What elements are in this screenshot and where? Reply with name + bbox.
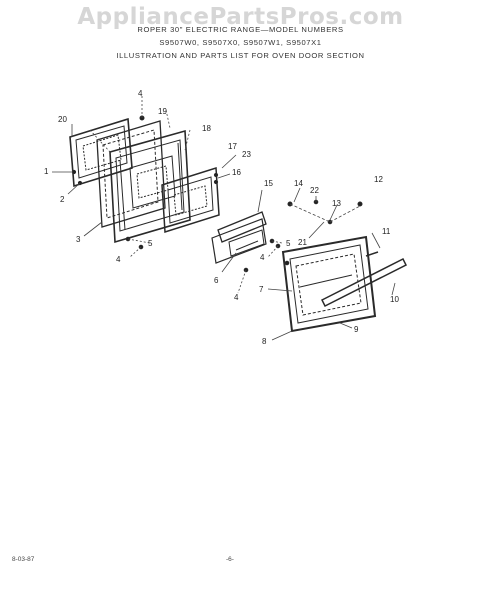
callout-18: 18 <box>202 124 211 133</box>
diagram-title: ROPER 30" ELECTRIC RANGE—MODEL NUMBERS <box>137 25 344 34</box>
callout-13: 13 <box>332 199 341 208</box>
callout-4d: 4 <box>234 293 239 302</box>
callout-23: 23 <box>242 150 251 159</box>
part-door-glass <box>211 218 267 264</box>
part-handle-bracket <box>365 251 379 257</box>
part-door-liner-frame <box>96 120 166 228</box>
footer-page-number: -6- <box>226 556 234 563</box>
callout-19: 19 <box>158 107 167 116</box>
callout-11: 11 <box>382 227 391 236</box>
watermark-logo: AppliancePartsPros.com <box>77 4 404 30</box>
part-outer-door-panel <box>69 117 133 188</box>
callout-4b: 4 <box>116 255 121 264</box>
callout-6: 6 <box>214 276 219 285</box>
callout-17: 17 <box>228 142 237 151</box>
diagram-subtitle: ILLUSTRATION AND PARTS LIST FOR OVEN DOO… <box>116 51 365 60</box>
part-window-frame <box>161 166 220 234</box>
callout-7: 7 <box>259 285 264 294</box>
callout-4a: 4 <box>138 89 143 98</box>
callout-4c: 4 <box>260 253 265 262</box>
callout-10: 10 <box>390 295 399 304</box>
callout-16: 16 <box>232 168 241 177</box>
part-inner-door-assembly <box>109 129 191 244</box>
callout-8: 8 <box>262 337 267 346</box>
callout-5a: 5 <box>148 239 153 248</box>
model-numbers: S9507W0, S9507X0, S9507W1, S9507X1 <box>159 38 322 47</box>
callout-9: 9 <box>354 325 359 334</box>
callout-12: 12 <box>374 175 383 184</box>
callout-3: 3 <box>76 235 81 244</box>
callout-21: 21 <box>298 238 307 247</box>
callout-15: 15 <box>264 179 273 188</box>
callout-14: 14 <box>294 179 303 188</box>
callout-5b: 5 <box>286 239 291 248</box>
callout-22: 22 <box>310 186 319 195</box>
part-door-handle <box>320 257 408 308</box>
callout-2: 2 <box>60 195 65 204</box>
part-window-bracket <box>217 211 267 243</box>
footer-date: 8-03-87 <box>12 556 35 563</box>
callout-20: 20 <box>58 115 67 124</box>
part-door-frame <box>281 235 377 333</box>
callout-1: 1 <box>44 167 49 176</box>
leader-lines <box>52 96 396 341</box>
